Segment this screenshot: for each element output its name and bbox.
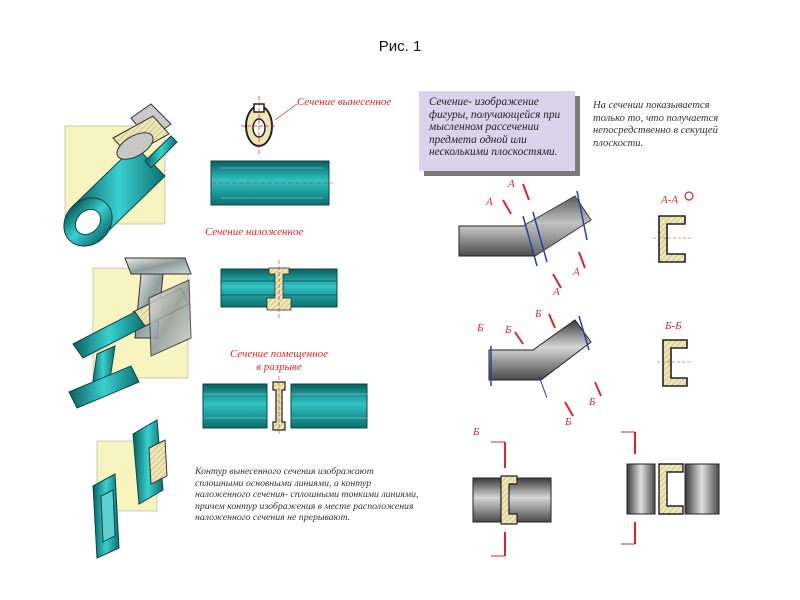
shaft-3d [63,103,178,247]
mark-b-3: Б [535,308,542,320]
note-bottom: Контур вынесенного сечения изображают сп… [195,466,419,523]
straight-bar-cut [472,441,552,557]
label-break-section-1: Сечение помещенное [229,348,329,360]
mark-b-1: Б [477,322,484,334]
bent-bar-b [488,313,602,417]
mark-b-5: Б [565,416,572,428]
label-extended-section: Сечение вынесенное [297,96,392,108]
mark-b-2: Б [505,324,512,336]
label-overlaid-section: Сечение наложенное [205,226,304,238]
mark-a-1: А [508,178,515,190]
figure-caption: Рис. 1 [378,38,422,55]
diagram-slide: Сечение вынесенное Сечение наложенное Се… [53,76,747,568]
mark-b-4: Б [589,396,596,408]
mark-aa: А-А [661,194,679,206]
bent-bar-a [458,183,592,289]
ibeam-3d [68,257,192,409]
mark-a-4: А [573,266,580,278]
shaft-front-view [210,160,333,206]
section-bb [657,339,693,387]
mark-b-6: Б [473,426,480,438]
definition-text: Сечение- изображение фигуры, получающейс… [429,96,561,159]
mark-a-3: А [553,286,560,298]
overlaid-section-view [220,260,338,320]
diagram-graphics [63,96,720,559]
label-break-section-2: в разрыве [256,361,302,373]
split-bar-section [621,431,720,545]
mark-bb: Б-Б [665,320,682,332]
note-right: На сечении показывается только то, что п… [593,100,719,149]
extended-section-icon [241,96,298,154]
definition-box [419,91,575,171]
section-aa [653,191,694,263]
mark-a-2: А [486,196,493,208]
section-in-break-view [202,376,368,436]
channel-3d [92,419,168,559]
